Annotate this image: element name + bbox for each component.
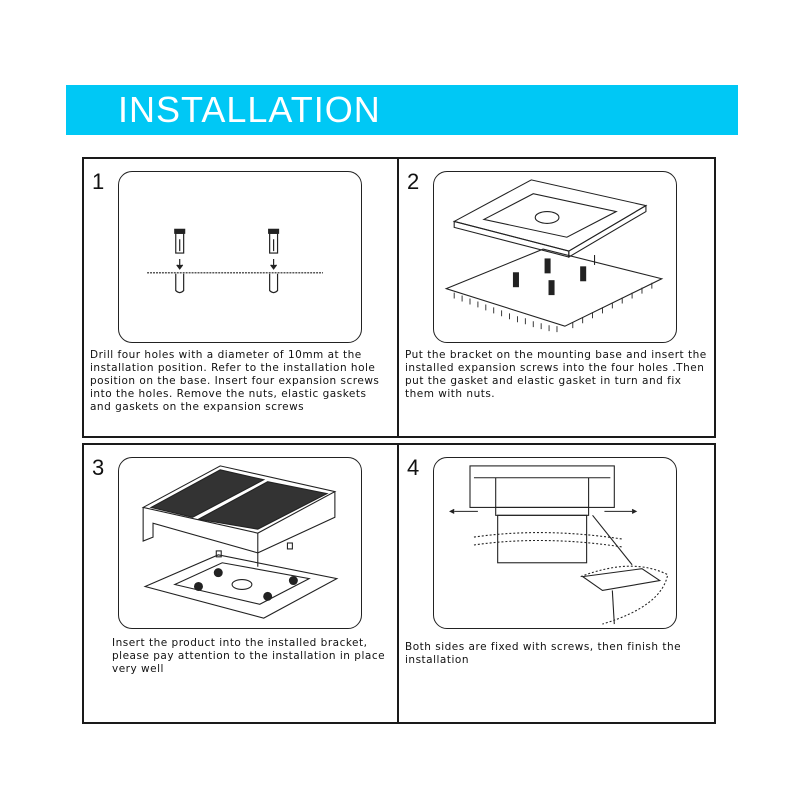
- steps-row-bottom: 3: [82, 443, 716, 724]
- step-number: 3: [92, 455, 105, 480]
- step-number: 4: [407, 455, 420, 480]
- bracket-mounting-diagram-icon: [444, 179, 664, 333]
- step-number: 2: [407, 169, 420, 194]
- step-panel-3: 3: [84, 445, 397, 722]
- step-panel-2: 2: [399, 159, 714, 436]
- page-title: INSTALLATION: [118, 89, 381, 130]
- solar-lamp-insertion-diagram-icon: [141, 465, 339, 619]
- step-panel-1: 1 Drill fou: [84, 159, 397, 436]
- step-number: 1: [92, 169, 105, 194]
- step-illustration-3: [118, 457, 362, 629]
- step-illustration-1: [118, 171, 362, 343]
- panel-divider: [397, 445, 399, 722]
- step-panel-4: 4 Both side: [399, 445, 714, 722]
- header-banner: INSTALLATION: [66, 85, 738, 135]
- side-screw-fixing-diagram-icon: [449, 465, 669, 625]
- panel-divider: [397, 159, 399, 436]
- step-caption: Insert the product into the installed br…: [112, 637, 386, 675]
- step-caption: Put the bracket on the mounting base and…: [405, 349, 707, 400]
- step-illustration-4: [433, 457, 677, 629]
- expansion-screw-diagram-icon: [147, 228, 324, 294]
- step-caption: Both sides are fixed with screws, then f…: [405, 641, 682, 666]
- steps-row-top: 1 Drill fou: [82, 157, 716, 438]
- step-illustration-2: [433, 171, 677, 343]
- step-caption: Drill four holes with a diameter of 10mm…: [90, 349, 380, 413]
